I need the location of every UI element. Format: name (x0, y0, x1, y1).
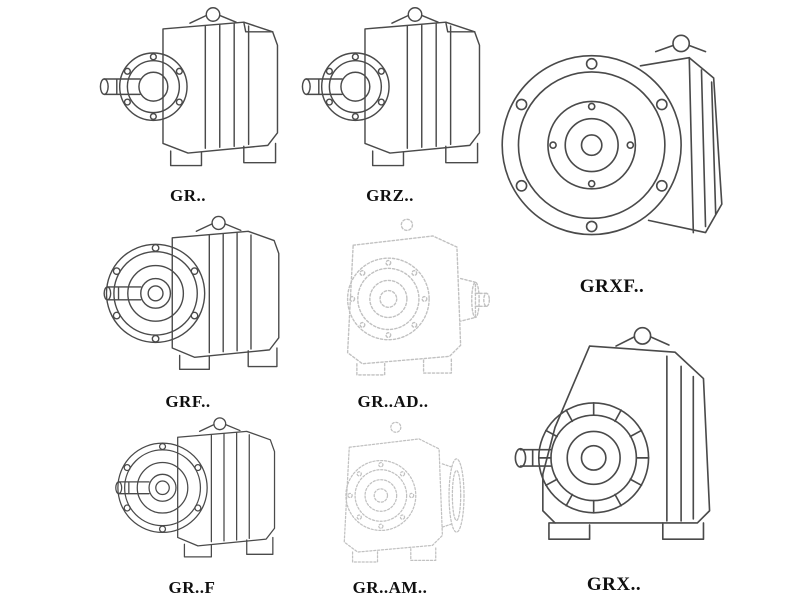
figure-grf: GRF.. (86, 210, 290, 412)
gearbox-drawing-grf (86, 210, 290, 386)
figure-label-grz: GRZ.. (366, 186, 414, 205)
gearbox-drawing-gr-f (86, 412, 298, 572)
figure-gr-am: GR..AM.. (286, 414, 494, 598)
figure-label-gr: GR.. (170, 186, 206, 205)
figure-gr-ad: GR..AD.. (286, 210, 500, 412)
gearbox-drawing-grxf (490, 2, 734, 272)
figure-gr-f: GR..F (86, 412, 298, 598)
figure-grxf: GRXF.. (490, 2, 734, 298)
gearbox-drawing-gr (86, 2, 290, 180)
figure-label-grx: GRX.. (586, 574, 642, 595)
figure-label-gr-ad: GR..AD.. (357, 392, 429, 411)
gearbox-drawing-gr-ad (286, 210, 500, 386)
gearbox-drawing-gr-am (286, 414, 494, 572)
gearbox-drawing-grx (492, 300, 736, 570)
figure-grx: GRX.. (492, 300, 736, 596)
figure-label-grxf: GRXF.. (579, 276, 645, 297)
figure-label-gr-am: GR..AM.. (352, 578, 428, 597)
figure-label-grf: GRF.. (165, 392, 211, 411)
gearbox-drawing-grz (288, 2, 492, 180)
figure-grz: GRZ.. (288, 2, 492, 206)
figure-label-gr-f: GR..F (168, 578, 216, 597)
figure-gr: GR.. (86, 2, 290, 206)
